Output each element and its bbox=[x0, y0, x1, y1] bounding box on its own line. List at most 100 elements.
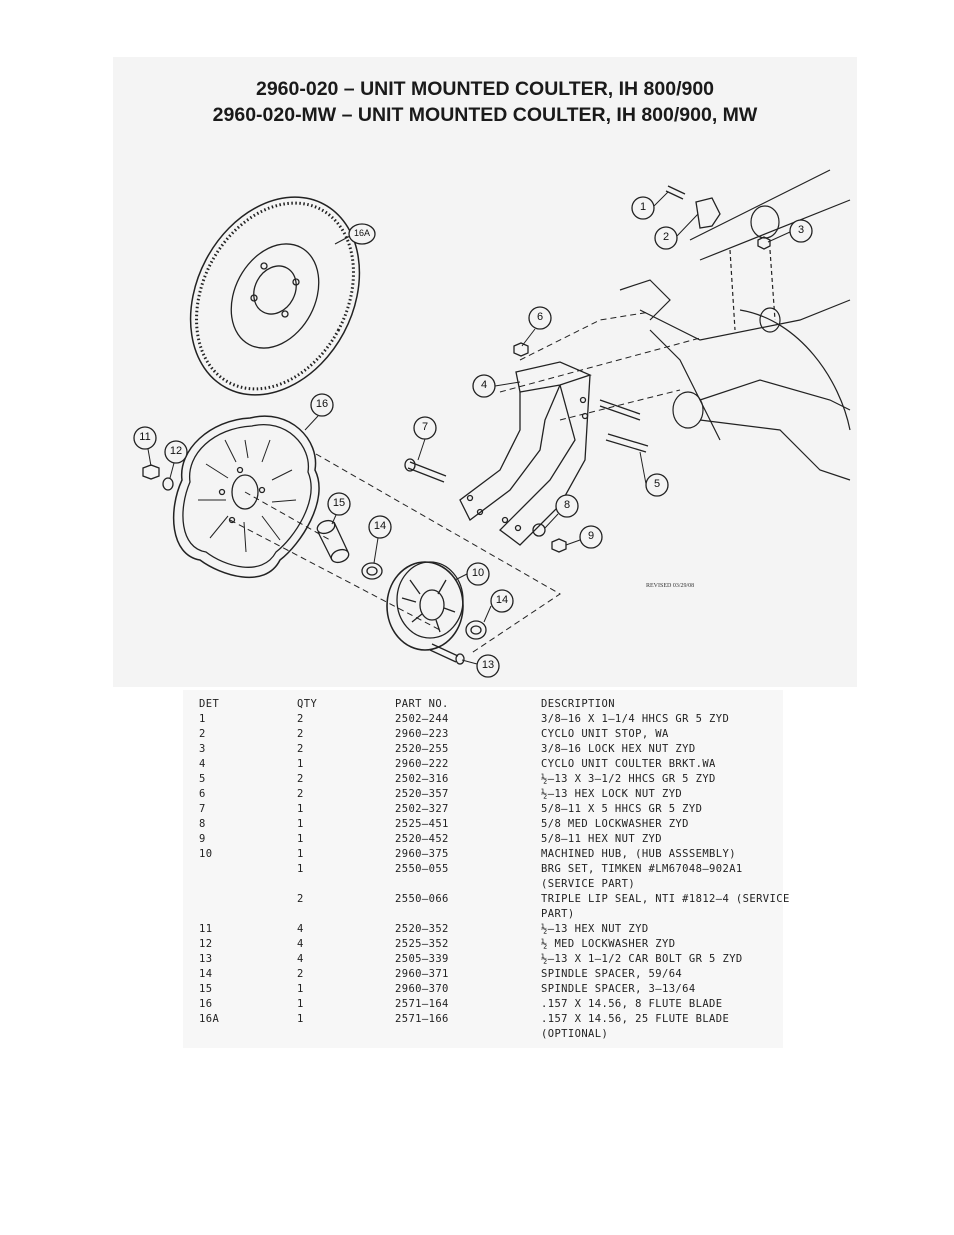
cell-qty: 2 bbox=[297, 743, 304, 755]
cell-det: 16 bbox=[199, 998, 213, 1010]
blade-16-drawing bbox=[172, 415, 320, 578]
cell-det: 1 bbox=[199, 713, 206, 725]
cell-det: 2 bbox=[199, 728, 206, 740]
cell-det: 12 bbox=[199, 938, 213, 950]
cell-det: 8 bbox=[199, 818, 206, 830]
header-det: DET bbox=[199, 698, 220, 710]
cell-description: BRG SET, TIMKEN #LM67048–902A1 (SERVICE … bbox=[541, 863, 743, 890]
spindle-spacer-15-drawing bbox=[316, 519, 350, 564]
callout-6: 6 bbox=[536, 311, 544, 323]
cell-part-no: 2571–164 bbox=[395, 998, 449, 1010]
row-unit-frame-drawing bbox=[619, 169, 851, 481]
cell-description: SPINDLE SPACER, 59/64 bbox=[541, 968, 683, 980]
callout-leaders bbox=[147, 191, 791, 665]
cell-part-no: 2960–371 bbox=[395, 968, 449, 980]
cell-description: ½–13 HEX LOCK NUT ZYD bbox=[541, 788, 683, 800]
cell-part-no: 2525–352 bbox=[395, 938, 449, 950]
callout-16a: 16A bbox=[353, 228, 370, 238]
cell-det: 7 bbox=[199, 803, 206, 815]
cell-det: 16A bbox=[199, 1013, 220, 1025]
callout-11: 11 bbox=[139, 431, 151, 443]
bolt-7-drawing bbox=[404, 458, 447, 483]
cell-qty: 4 bbox=[297, 923, 304, 935]
assembly-guide-lines bbox=[229, 311, 701, 655]
cell-part-no: 2550–066 bbox=[395, 893, 449, 905]
cell-description: 5/8–11 HEX NUT ZYD bbox=[541, 833, 662, 845]
cell-description: TRIPLE LIP SEAL, NTI #1812–4 (SERVICE PA… bbox=[541, 893, 790, 920]
cell-qty: 1 bbox=[297, 833, 304, 845]
cell-qty: 2 bbox=[297, 893, 304, 905]
cell-qty: 2 bbox=[297, 788, 304, 800]
cell-description: SPINDLE SPACER, 3–13/64 bbox=[541, 983, 696, 995]
cell-det: 14 bbox=[199, 968, 213, 980]
page-title-line-1: 2960-020 – UNIT MOUNTED COULTER, IH 800/… bbox=[255, 78, 715, 100]
callout-9: 9 bbox=[587, 530, 595, 542]
cell-part-no: 2960–222 bbox=[395, 758, 449, 770]
cell-qty: 1 bbox=[297, 863, 304, 875]
cell-qty: 1 bbox=[297, 803, 304, 815]
callout-13: 13 bbox=[481, 659, 495, 671]
header-description: DESCRIPTION bbox=[541, 698, 615, 710]
cell-det: 3 bbox=[199, 743, 206, 755]
cell-qty: 1 bbox=[297, 1013, 304, 1025]
cell-qty: 1 bbox=[297, 758, 304, 770]
page-title-line-2: 2960-020-MW – UNIT MOUNTED COULTER, IH 8… bbox=[212, 104, 758, 126]
callout-circles bbox=[133, 196, 813, 678]
callout-8: 8 bbox=[563, 499, 571, 511]
callout-16: 16 bbox=[315, 398, 329, 410]
carriage-bolt-13-drawing bbox=[429, 643, 465, 665]
cell-description: MACHINED HUB, (HUB ASSSEMBLY) bbox=[541, 848, 736, 860]
hub-10-drawing bbox=[386, 561, 464, 651]
cell-det: 4 bbox=[199, 758, 206, 770]
callout-3: 3 bbox=[797, 224, 805, 236]
cell-det: 5 bbox=[199, 773, 206, 785]
cell-det: 10 bbox=[199, 848, 213, 860]
cell-qty: 2 bbox=[297, 728, 304, 740]
small-hardware-drawing bbox=[513, 342, 567, 553]
cell-part-no: 2960–370 bbox=[395, 983, 449, 995]
cell-part-no: 2520–352 bbox=[395, 923, 449, 935]
cell-det: 11 bbox=[199, 923, 213, 935]
callout-15: 15 bbox=[332, 497, 346, 509]
header-part-no: PART NO. bbox=[395, 698, 449, 710]
cell-qty: 1 bbox=[297, 983, 304, 995]
cell-description: ½ MED LOCKWASHER ZYD bbox=[541, 938, 676, 950]
cell-description: CYCLO UNIT STOP, WA bbox=[541, 728, 669, 740]
cell-det: 13 bbox=[199, 953, 213, 965]
cell-part-no: 2520–255 bbox=[395, 743, 449, 755]
cell-part-no: 2520–357 bbox=[395, 788, 449, 800]
cell-part-no: 2520–452 bbox=[395, 833, 449, 845]
callout-12: 12 bbox=[169, 445, 183, 457]
unit-stop-hardware-drawing bbox=[665, 185, 771, 250]
cell-description: ½–13 X 3–1/2 HHCS GR 5 ZYD bbox=[541, 773, 716, 785]
callout-14b: 14 bbox=[495, 594, 509, 606]
bolt-5-drawing bbox=[599, 399, 649, 453]
cell-qty: 1 bbox=[297, 998, 304, 1010]
cell-description: .157 X 14.56, 8 FLUTE BLADE bbox=[541, 998, 723, 1010]
cell-part-no: 2960–375 bbox=[395, 848, 449, 860]
cell-part-no: 2502–244 bbox=[395, 713, 449, 725]
callout-14a: 14 bbox=[373, 520, 387, 532]
callout-2: 2 bbox=[662, 231, 670, 243]
cell-part-no: 2571–166 bbox=[395, 1013, 449, 1025]
exploded-parts-diagram bbox=[133, 169, 851, 678]
nut-washer-11-12-drawing bbox=[142, 464, 174, 491]
cell-qty: 2 bbox=[297, 968, 304, 980]
cell-description: .157 X 14.56, 25 FLUTE BLADE (OPTIONAL) bbox=[541, 1013, 730, 1040]
cell-description: 5/8 MED LOCKWASHER ZYD bbox=[541, 818, 689, 830]
header-qty: QTY bbox=[297, 698, 318, 710]
blade-16a-drawing bbox=[189, 196, 361, 396]
cell-part-no: 2960–223 bbox=[395, 728, 449, 740]
cell-description: ½–13 HEX NUT ZYD bbox=[541, 923, 649, 935]
spindle-spacer-14-drawing bbox=[361, 562, 487, 640]
cell-qty: 4 bbox=[297, 953, 304, 965]
cell-qty: 2 bbox=[297, 713, 304, 725]
callout-7: 7 bbox=[421, 421, 429, 433]
cell-part-no: 2550–055 bbox=[395, 863, 449, 875]
callout-5: 5 bbox=[653, 478, 661, 490]
cell-qty: 2 bbox=[297, 773, 304, 785]
cell-part-no: 2502–327 bbox=[395, 803, 449, 815]
callout-1: 1 bbox=[639, 201, 647, 213]
revision-note: REVISED 03/29/08 bbox=[646, 583, 695, 589]
cell-det: 15 bbox=[199, 983, 213, 995]
